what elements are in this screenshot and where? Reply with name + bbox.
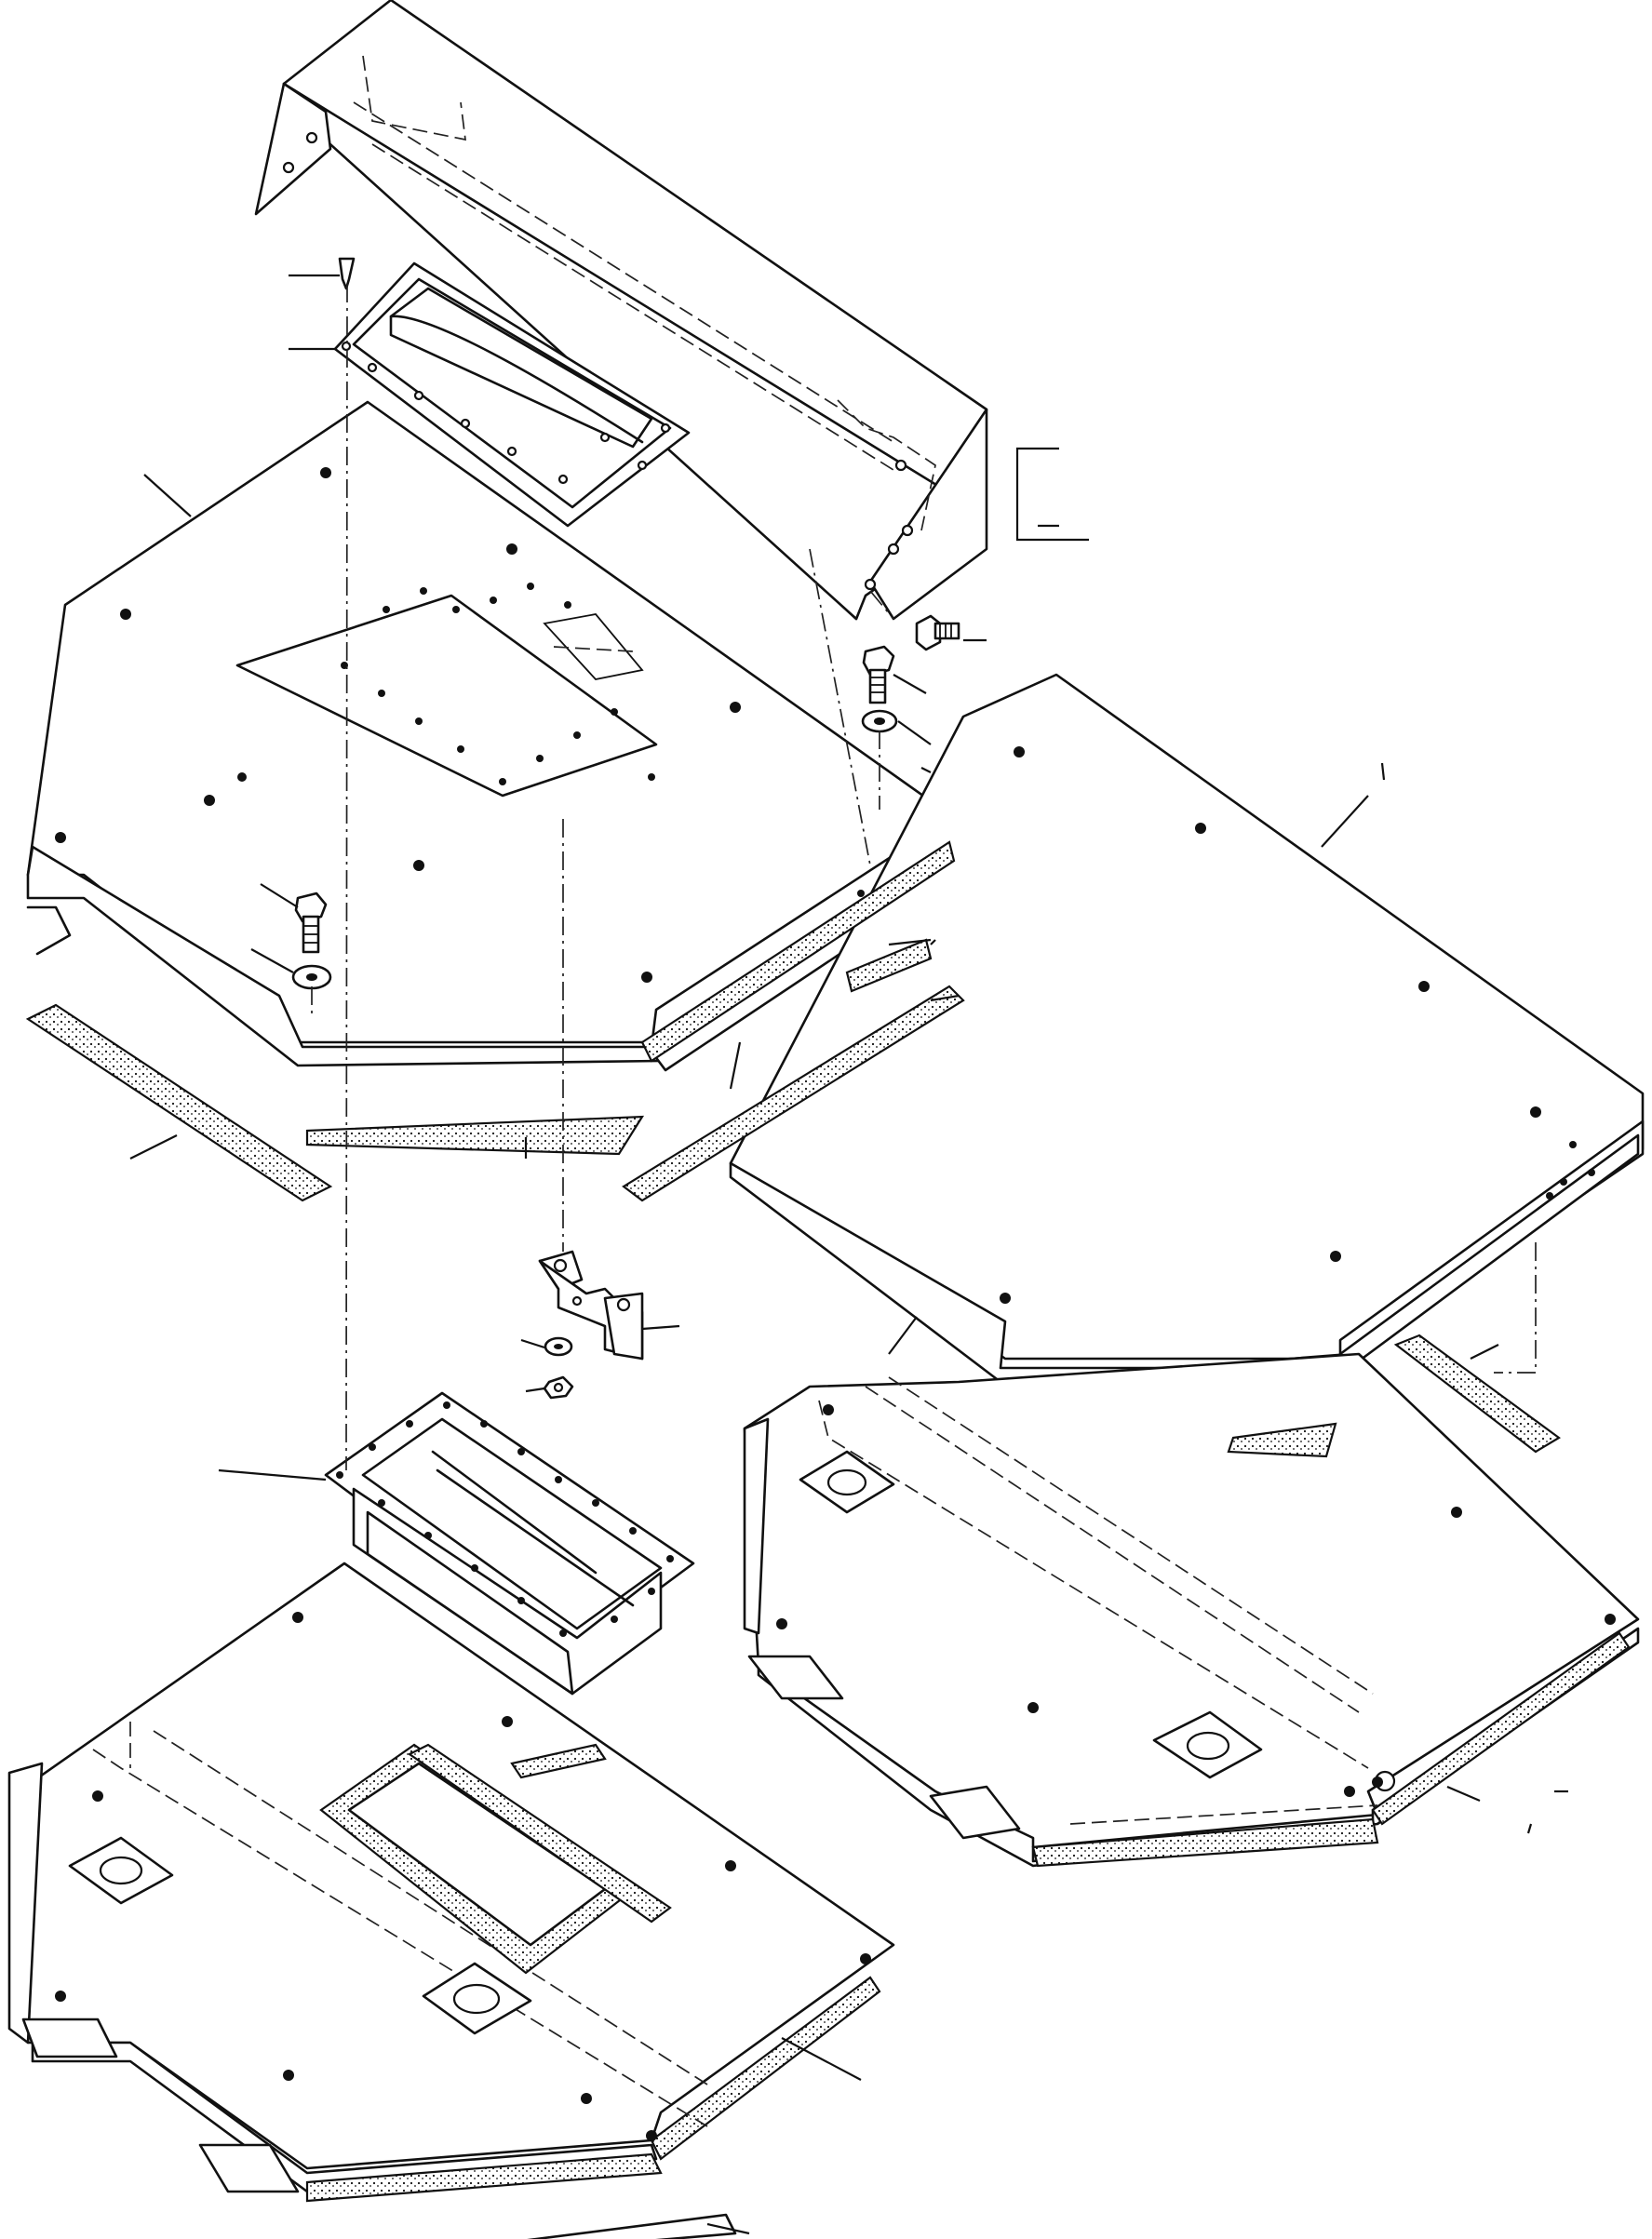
vent-duct-frame bbox=[324, 1391, 695, 1696]
weather-strips bbox=[25, 840, 1561, 1454]
nuts bbox=[543, 1375, 574, 1400]
lower-right-panel bbox=[743, 1352, 1640, 1868]
washers bbox=[291, 709, 898, 1357]
lower-left-panel bbox=[7, 1562, 895, 2239]
vent-mounting-bracket bbox=[538, 1250, 644, 1361]
cab-roof-shroud bbox=[254, 0, 988, 621]
right-roof-panel bbox=[729, 673, 1645, 1384]
vent-screw bbox=[338, 257, 356, 290]
hex-bolts bbox=[294, 614, 960, 954]
alignment-lines bbox=[311, 283, 1537, 1471]
shroud-callout-bracket bbox=[1015, 447, 1089, 542]
roof-vent-cover bbox=[333, 261, 691, 528]
